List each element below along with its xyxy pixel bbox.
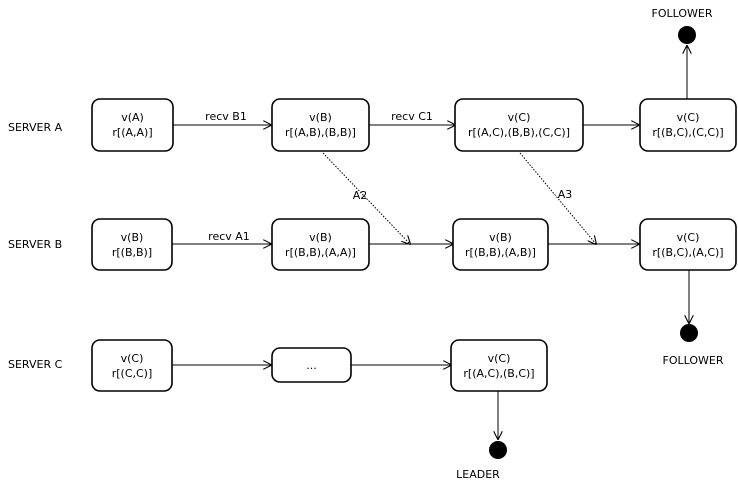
- node-a2-record: r[(A,B),(B,B)]: [285, 126, 356, 139]
- node-a3-record: r[(A,C),(B,B),(C,C)]: [468, 126, 570, 139]
- node-b2-version: v(B): [309, 231, 332, 244]
- terminal-follower-b: [680, 324, 698, 342]
- node-b2-record: r[(B,B),(A,A)]: [285, 246, 356, 259]
- node-b1: v(B) r[(B,B)]: [91, 218, 173, 271]
- node-c2-ellipsis: ...: [306, 359, 317, 372]
- node-a1-record: r[(A,A)]: [112, 126, 152, 139]
- edge-label-recv-b1: recv B1: [205, 110, 247, 123]
- server-a-label: SERVER A: [8, 121, 63, 134]
- node-b3: v(B) r[(B,B),(A,B)]: [452, 218, 549, 271]
- node-b3-version: v(B): [489, 231, 512, 244]
- node-b4-version: v(C): [677, 231, 700, 244]
- edge-label-recv-c1: recv C1: [391, 110, 433, 123]
- node-a4-version: v(C): [677, 111, 700, 124]
- node-a2: v(B) r[(A,B),(B,B)]: [271, 98, 370, 152]
- server-b-label: SERVER B: [8, 238, 62, 251]
- node-a1: v(A) r[(A,A)]: [91, 98, 174, 152]
- node-c2: ...: [271, 347, 352, 383]
- node-a3-version: v(C): [508, 111, 531, 124]
- node-b4: v(C) r[(B,C),(A,C)]: [639, 218, 737, 271]
- node-a4-record: r[(B,C),(C,C)]: [652, 126, 723, 139]
- node-a3: v(C) r[(A,C),(B,B),(C,C)]: [454, 98, 584, 152]
- node-b2: v(B) r[(B,B),(A,A)]: [271, 218, 370, 271]
- node-b4-record: r[(B,C),(A,C)]: [652, 246, 723, 259]
- edge-label-a2: A2: [353, 189, 368, 202]
- node-a4: v(C) r[(B,C),(C,C)]: [639, 98, 737, 152]
- outcome-label-a: FOLLOWER: [652, 7, 713, 20]
- terminal-follower-a: [678, 26, 696, 44]
- node-c3-record: r[(A,C),(B,C)]: [463, 367, 534, 380]
- server-c-label: SERVER C: [8, 358, 63, 371]
- terminal-leader-c: [489, 441, 507, 459]
- edge-label-a3: A3: [558, 188, 573, 201]
- node-a1-version: v(A): [121, 111, 144, 124]
- node-c1: v(C) r[(C,C)]: [91, 339, 173, 392]
- node-b1-version: v(B): [121, 231, 144, 244]
- node-c3-version: v(C): [488, 352, 511, 365]
- node-b3-record: r[(B,B),(A,B)]: [465, 246, 536, 259]
- node-c1-record: r[(C,C)]: [112, 367, 153, 380]
- node-c1-version: v(C): [121, 352, 144, 365]
- node-a2-version: v(B): [309, 111, 332, 124]
- node-c3: v(C) r[(A,C),(B,C)]: [450, 339, 548, 392]
- node-b1-record: r[(B,B)]: [112, 246, 152, 259]
- edge-label-recv-a1: recv A1: [208, 230, 250, 243]
- outcome-label-b: FOLLOWER: [663, 354, 724, 367]
- outcome-label-c: LEADER: [456, 468, 500, 481]
